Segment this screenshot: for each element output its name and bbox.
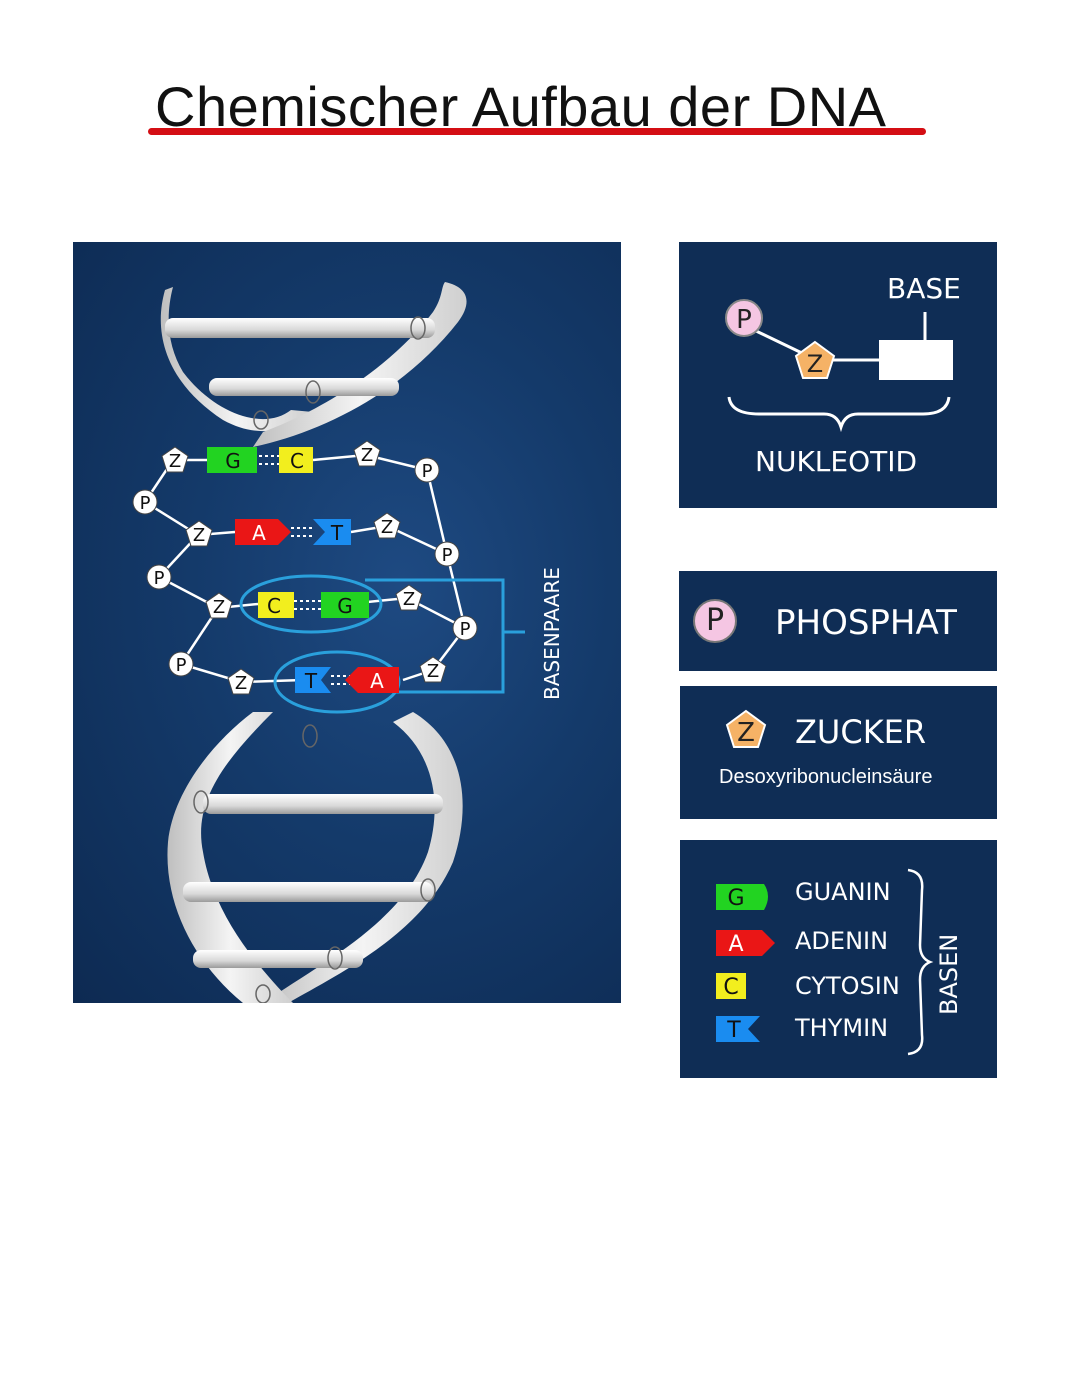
pair-4-left: T — [304, 669, 318, 693]
nukleotid-panel: P Z BASE NUKLEOTID — [679, 242, 997, 508]
base-pair-1: G C — [207, 447, 313, 473]
zucker-icon-letter: Z — [737, 718, 755, 748]
phosphate-p-4: P — [422, 461, 433, 482]
pair-2-right: T — [330, 521, 344, 545]
thymin-label: THYMIN — [795, 1014, 889, 1042]
cytosin-tag: C — [716, 973, 746, 1000]
lower-helix — [167, 712, 463, 1003]
sugar-z-3: Z — [213, 597, 225, 618]
phosphat-panel: P PHOSPHAT — [679, 571, 997, 671]
pair-1-right: C — [290, 449, 304, 473]
pair-4-right: A — [370, 669, 384, 693]
pair-2-left: A — [252, 521, 266, 545]
guanin-label: GUANIN — [795, 878, 891, 906]
base-pair-3: C G — [258, 592, 369, 618]
base-label: BASE — [887, 272, 961, 305]
phosphate-p-markers: P P P P P P — [132, 457, 478, 677]
sugar-z-7: Z — [403, 589, 415, 610]
phosphate-p-6: P — [460, 619, 471, 640]
phosphat-icon: P — [693, 599, 737, 643]
thymin-letter: T — [726, 1018, 741, 1043]
upper-helix — [160, 282, 467, 447]
phosphate-p-2: P — [154, 568, 165, 589]
backbone-lines — [143, 453, 467, 684]
zucker-subtitle: Desoxyribonucleinsäure — [719, 766, 933, 788]
nukleotid-label: NUKLEOTID — [755, 445, 918, 478]
pair-3-right: G — [337, 594, 353, 618]
phosphat-label: PHOSPHAT — [775, 603, 957, 643]
phosphate-p-1: P — [140, 493, 151, 514]
zucker-panel: Z ZUCKER Desoxyribonucleinsäure — [680, 686, 997, 819]
adenin-letter: A — [728, 932, 743, 957]
sugar-z-1: Z — [169, 451, 181, 472]
base-pair-2: A T — [235, 519, 351, 545]
sugar-z-6: Z — [381, 517, 393, 538]
basenpaare-label: BASENPAARE — [540, 567, 564, 700]
sugar-z-8: Z — [427, 661, 439, 682]
nukleotid-svg: P Z — [725, 299, 953, 433]
sugar-z-2: Z — [193, 525, 205, 546]
basen-panel: G A C T GUANIN ADENIN CYTOSIN THYMIN BAS… — [680, 840, 997, 1078]
phosphate-p-3: P — [176, 655, 187, 676]
nukleotid-brace — [727, 396, 951, 433]
zucker-svg: Z — [725, 709, 767, 748]
dna-helix-svg: G C A T C G T A — [132, 282, 525, 1003]
nuk-z-letter: Z — [807, 350, 823, 378]
page-title: Chemischer Aufbau der DNA — [155, 75, 887, 138]
thymin-tag: T — [716, 1016, 760, 1043]
basen-svg: G A C T — [716, 868, 934, 1056]
guanin-tag: G — [716, 884, 768, 911]
phosphate-p-5: P — [442, 545, 453, 566]
nuk-p-letter: P — [736, 305, 752, 335]
zucker-label: ZUCKER — [795, 713, 927, 751]
basen-brace — [907, 868, 934, 1056]
cytosin-letter: C — [723, 975, 738, 1000]
base-pair-4: T A — [295, 667, 399, 693]
sugar-z-4: Z — [235, 673, 247, 694]
adenin-tag: A — [716, 930, 775, 957]
title-underline — [148, 128, 926, 135]
cytosin-label: CYTOSIN — [795, 972, 900, 1000]
sugar-z-markers: Z Z Z Z Z Z Z Z — [161, 440, 447, 695]
pair-3-left: C — [267, 594, 281, 618]
dna-diagram-panel: G C A T C G T A — [73, 242, 621, 1003]
guanin-letter: G — [727, 886, 744, 911]
basen-group-label: BASEN — [935, 933, 963, 1015]
pair-1-left: G — [225, 449, 241, 473]
sugar-z-5: Z — [361, 445, 373, 466]
adenin-label: ADENIN — [795, 927, 889, 955]
